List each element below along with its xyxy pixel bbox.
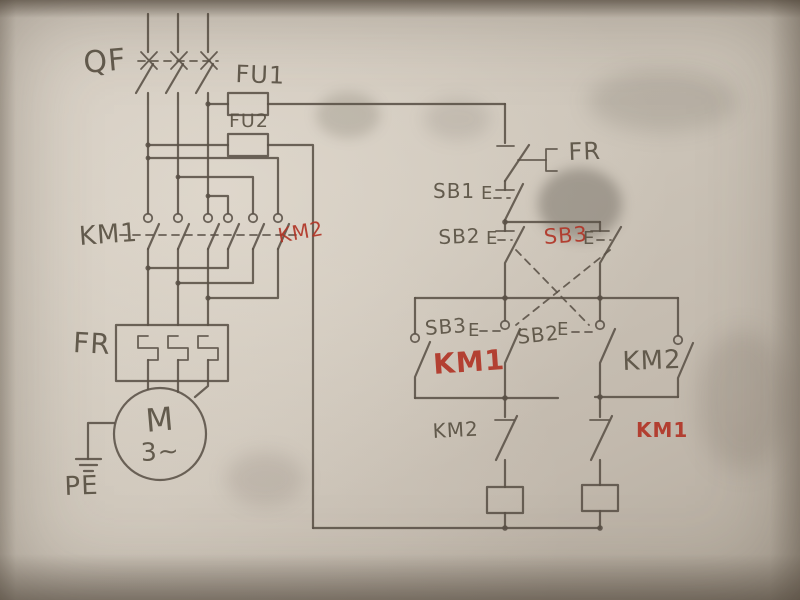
smudge-mark bbox=[588, 70, 738, 132]
bottom-common-rail bbox=[311, 525, 603, 531]
earth-symbol bbox=[74, 421, 116, 473]
sb3-no-actuator: E bbox=[468, 320, 481, 341]
sb2-no-actuator: E bbox=[557, 319, 570, 340]
km1-interlock-label: KM1 bbox=[636, 418, 689, 442]
sb2-nc-actuator: E bbox=[486, 228, 499, 249]
thermal-relay-heaters bbox=[114, 323, 230, 399]
photo-edge-shadow-bottom bbox=[0, 554, 800, 600]
sb2-no-contact bbox=[571, 296, 617, 399]
fr-nc-contact bbox=[496, 102, 558, 192]
km2-main-contacts bbox=[145, 212, 291, 301]
smudge-mark bbox=[538, 168, 622, 240]
sb3-no-contact bbox=[479, 296, 522, 400]
photo-edge-shadow-right bbox=[770, 0, 800, 600]
sb3-nc-actuator: E bbox=[583, 228, 596, 249]
sb1-actuator: E bbox=[481, 183, 494, 204]
km2-interlock-contact bbox=[494, 396, 519, 489]
km2-selfhold-contact bbox=[672, 296, 695, 399]
qf-breaker-symbol bbox=[134, 51, 219, 95]
smudge-mark bbox=[226, 452, 304, 506]
km1-interlock-contact bbox=[589, 395, 614, 487]
phase-supply-lines bbox=[146, 12, 210, 215]
photo-edge-shadow-left bbox=[0, 0, 16, 600]
sb2-nc-contact bbox=[495, 220, 526, 300]
reversing-crossover-wires bbox=[145, 155, 280, 215]
km2-coil bbox=[580, 483, 620, 530]
smudge-mark bbox=[316, 92, 380, 138]
sb1-label: SB1 bbox=[433, 179, 476, 203]
motor-symbol bbox=[112, 386, 208, 482]
km1-selfhold-contact bbox=[409, 296, 432, 400]
fuse-fu2-symbol bbox=[145, 132, 315, 530]
mechanical-link-cross bbox=[515, 249, 611, 326]
fuse-fu1-symbol bbox=[205, 91, 507, 117]
sb3-nc-contact bbox=[590, 220, 623, 300]
km1-main-contacts bbox=[142, 212, 221, 327]
fu2-label: FU2 bbox=[229, 110, 269, 132]
photo-edge-shadow-top bbox=[0, 0, 800, 18]
smudge-mark bbox=[698, 330, 788, 470]
